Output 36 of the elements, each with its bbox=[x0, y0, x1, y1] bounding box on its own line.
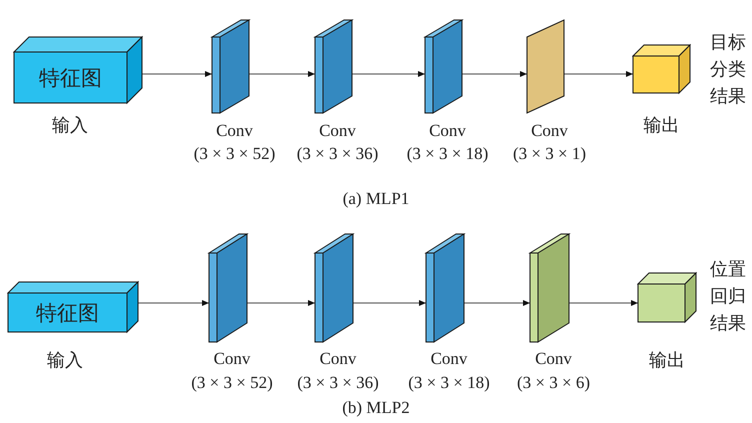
subfigure-caption: (a) MLP1 bbox=[342, 189, 410, 208]
kernel-size-label: (3 × 3 × 36) bbox=[296, 372, 380, 394]
arrow bbox=[352, 300, 426, 306]
kernel-size-label: (3 × 3 × 18) bbox=[406, 143, 490, 165]
block-label: 特征图 bbox=[36, 300, 99, 326]
arrow bbox=[248, 71, 316, 77]
arrow bbox=[462, 71, 528, 77]
layer-name: Conv bbox=[430, 348, 468, 370]
arrow bbox=[142, 71, 212, 77]
layer-name: Conv bbox=[215, 120, 254, 142]
arrow bbox=[564, 71, 634, 77]
kernel-size-label: (3 × 3 × 1) bbox=[512, 143, 587, 165]
input-label: 输入 bbox=[51, 115, 89, 137]
arrow bbox=[138, 300, 210, 306]
layer-name: Conv bbox=[534, 348, 573, 370]
layer-name: Conv bbox=[318, 348, 358, 370]
kernel-size-label: (3 × 3 × 6) bbox=[516, 372, 591, 394]
layer-name: Conv bbox=[428, 120, 467, 142]
layer-name: Conv bbox=[212, 348, 252, 370]
output-label: 输出 bbox=[648, 350, 686, 372]
arrow bbox=[464, 300, 530, 306]
result-label: 目标分类结果 bbox=[710, 31, 747, 109]
layer-name: Conv bbox=[530, 120, 569, 142]
arrow bbox=[352, 71, 426, 77]
kernel-size-label: (3 × 3 × 36) bbox=[296, 143, 380, 165]
subfigure-caption: (b) MLP2 bbox=[342, 398, 410, 417]
block-label: 特征图 bbox=[39, 64, 102, 92]
arrow bbox=[568, 300, 638, 306]
input-label: 输入 bbox=[46, 350, 84, 372]
output-label: 输出 bbox=[642, 115, 680, 137]
kernel-size-label: (3 × 3 × 52) bbox=[190, 372, 274, 394]
layer-name: Conv bbox=[318, 120, 357, 142]
kernel-size-label: (3 × 3 × 18) bbox=[407, 372, 491, 394]
result-label: 位置回归结果 bbox=[710, 258, 747, 336]
arrow bbox=[246, 300, 316, 306]
kernel-size-label: (3 × 3 × 52) bbox=[192, 143, 276, 165]
